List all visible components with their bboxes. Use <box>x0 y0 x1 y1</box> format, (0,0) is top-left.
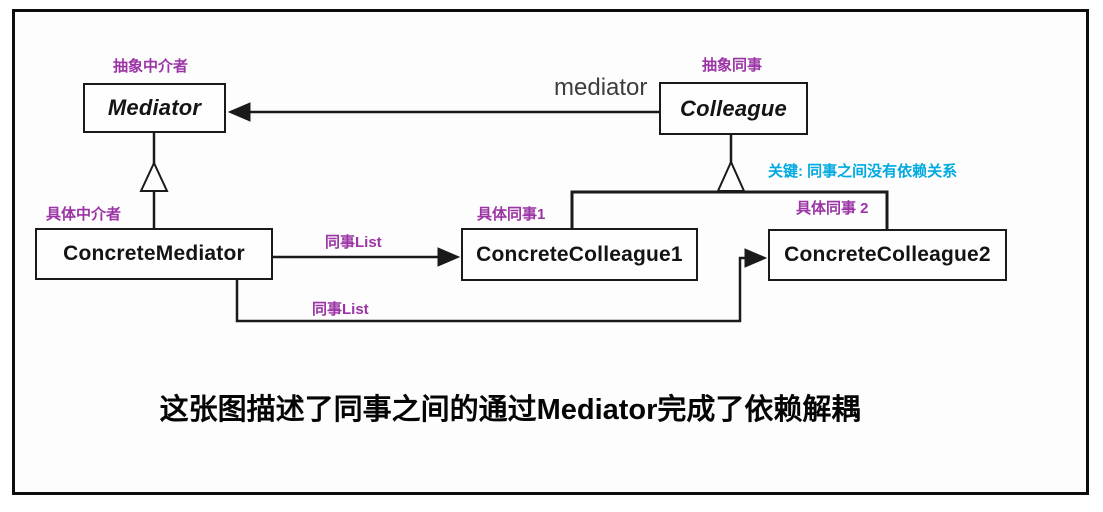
edge-label-mediator-ref: mediator <box>554 74 648 101</box>
class-box-concrete-colleague2: ConcreteColleague2 <box>768 229 1007 281</box>
annotation-concrete-colleague2: 具体同事 2 <box>796 200 869 217</box>
edge-label-colleague-list-bottom: 同事List <box>312 301 369 318</box>
annotation-concrete-colleague1: 具体同事1 <box>477 206 546 223</box>
annotation-abstract-colleague: 抽象同事 <box>702 57 763 74</box>
diagram-caption: 这张图描述了同事之间的通过Mediator完成了依赖解耦 <box>159 394 861 426</box>
class-box-mediator: Mediator <box>83 83 226 133</box>
class-box-concrete-mediator: ConcreteMediator <box>35 228 273 280</box>
class-box-concrete-colleague1: ConcreteColleague1 <box>461 228 698 281</box>
class-box-colleague: Colleague <box>659 82 808 135</box>
annotation-abstract-mediator: 抽象中介者 <box>113 58 189 75</box>
key-note: 关键: 同事之间没有依赖关系 <box>768 163 958 180</box>
edge-label-colleague-list-top: 同事List <box>325 234 382 251</box>
annotation-concrete-mediator: 具体中介者 <box>46 206 122 223</box>
